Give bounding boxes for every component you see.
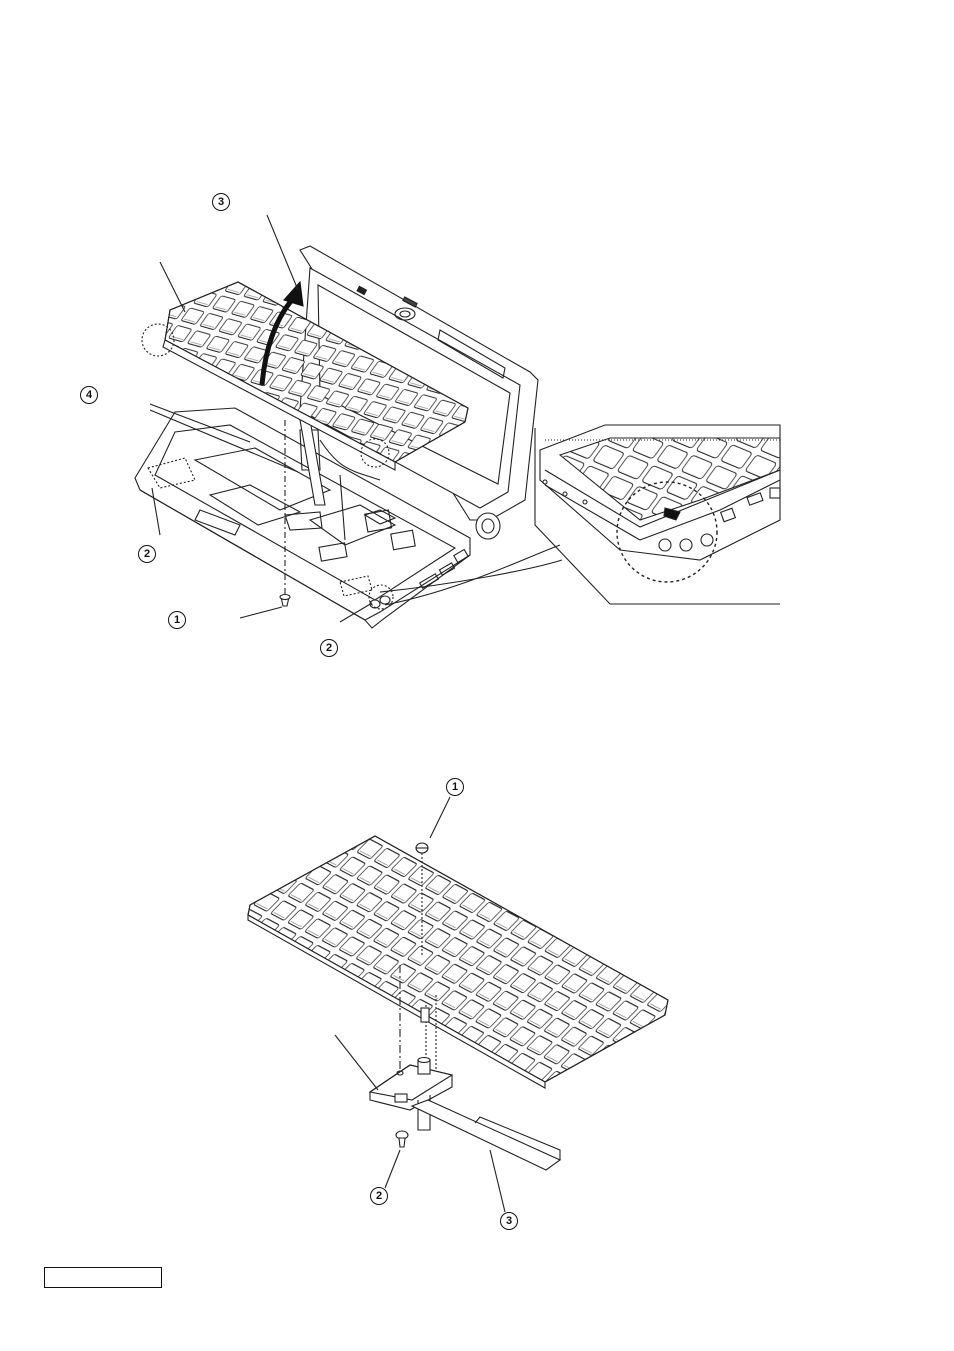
bottom-exploded-view <box>248 795 668 1212</box>
callout-3-top: 3 <box>212 193 230 211</box>
callout-2-bottom: 2 <box>370 1187 388 1205</box>
callout-1-top: 1 <box>168 611 186 629</box>
keyboard-bottom <box>248 836 668 1088</box>
hinge <box>476 513 500 539</box>
inset-detail <box>535 425 780 604</box>
top-exploded-view <box>135 215 780 628</box>
callout-2b-top: 2 <box>320 639 338 657</box>
footer-label-box <box>44 1267 162 1288</box>
callout-1-bottom: 1 <box>446 778 464 796</box>
callout-2a-top: 2 <box>138 545 156 563</box>
callout-3-bottom: 3 <box>500 1212 518 1230</box>
callout-4-top: 4 <box>80 386 98 404</box>
